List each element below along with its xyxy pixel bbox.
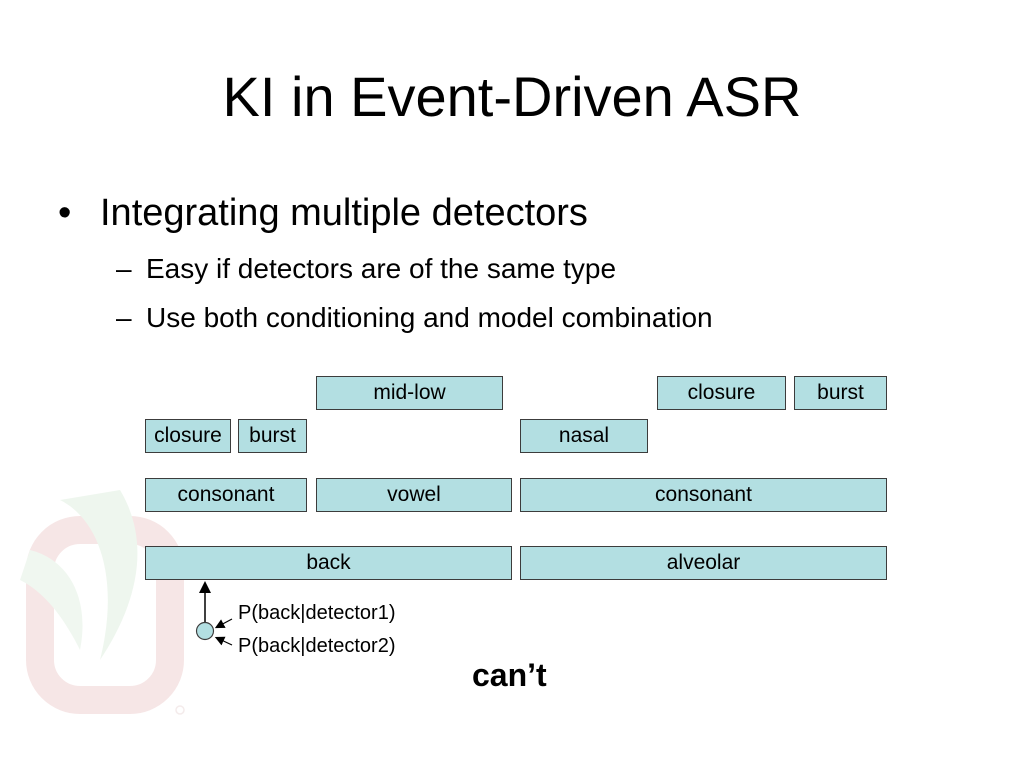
sub-bullet-text: Use both conditioning and model combinat… <box>146 302 713 333</box>
arrow-detector2 <box>214 636 233 646</box>
box-vowel: vowel <box>316 478 512 512</box>
prob-detector2: P(back|detector2) <box>238 635 396 657</box>
arrow-detector1 <box>214 618 233 629</box>
box-closure-top: closure <box>657 376 786 410</box>
sub-bullet-dash: – <box>116 302 132 333</box>
sub-bullet-text: Easy if detectors are of the same type <box>146 253 617 284</box>
box-consonant-right: consonant <box>520 478 887 512</box>
box-closure: closure <box>145 419 231 453</box>
box-burst-top: burst <box>794 376 887 410</box>
sub-bullet-2: –Use both conditioning and model combina… <box>116 301 713 335</box>
word-label: can’t <box>472 657 547 693</box>
slide-title: KI in Event-Driven ASR <box>222 65 802 128</box>
box-nasal: nasal <box>520 419 648 453</box>
box-alveolar: alveolar <box>520 546 887 580</box>
box-mid-low: mid-low <box>316 376 503 410</box>
box-burst: burst <box>238 419 307 453</box>
logo-watermark <box>20 490 185 715</box>
sub-bullet-1: –Easy if detectors are of the same type <box>116 252 616 286</box>
sub-bullet-dash: – <box>116 253 132 284</box>
bullet-main: • Integrating multiple detectors <box>58 190 588 236</box>
bullet-dot: • <box>58 192 72 234</box>
box-consonant-left: consonant <box>145 478 307 512</box>
bullet-main-text: Integrating multiple detectors <box>100 192 588 234</box>
box-back: back <box>145 546 512 580</box>
prob-detector1: P(back|detector1) <box>238 602 396 624</box>
